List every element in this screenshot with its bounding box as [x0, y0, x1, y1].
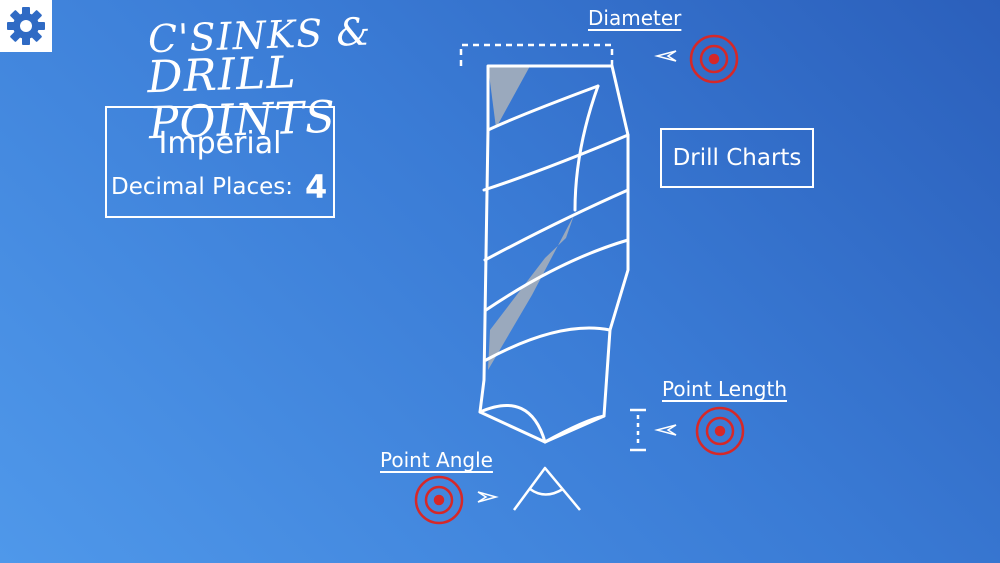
- diameter-bracket: [459, 43, 614, 66]
- diameter-label[interactable]: Diameter: [588, 6, 682, 30]
- units-settings-button[interactable]: Imperial Decimal Places: 4: [105, 106, 335, 218]
- drill-charts-button[interactable]: Drill Charts: [660, 128, 814, 188]
- point-length-target-icon[interactable]: [695, 406, 745, 456]
- diameter-target-icon[interactable]: [689, 34, 739, 84]
- units-label: Imperial: [158, 126, 282, 161]
- point-length-bracket: [630, 408, 646, 452]
- gear-icon: [7, 7, 45, 45]
- drill-charts-label: Drill Charts: [672, 145, 802, 171]
- decimal-places-value: 4: [305, 168, 328, 206]
- decimal-places-label: Decimal Places:: [111, 174, 293, 200]
- drill-bit-icon: [478, 64, 630, 444]
- arrow-left-icon: [654, 424, 677, 436]
- arrow-left-icon: [654, 50, 677, 62]
- arrow-right-icon: [477, 491, 499, 503]
- point-angle-icon: [512, 466, 581, 511]
- point-length-label[interactable]: Point Length: [662, 377, 787, 401]
- point-angle-target-icon[interactable]: [414, 475, 464, 525]
- point-angle-label[interactable]: Point Angle: [380, 448, 493, 472]
- settings-button[interactable]: [0, 0, 52, 52]
